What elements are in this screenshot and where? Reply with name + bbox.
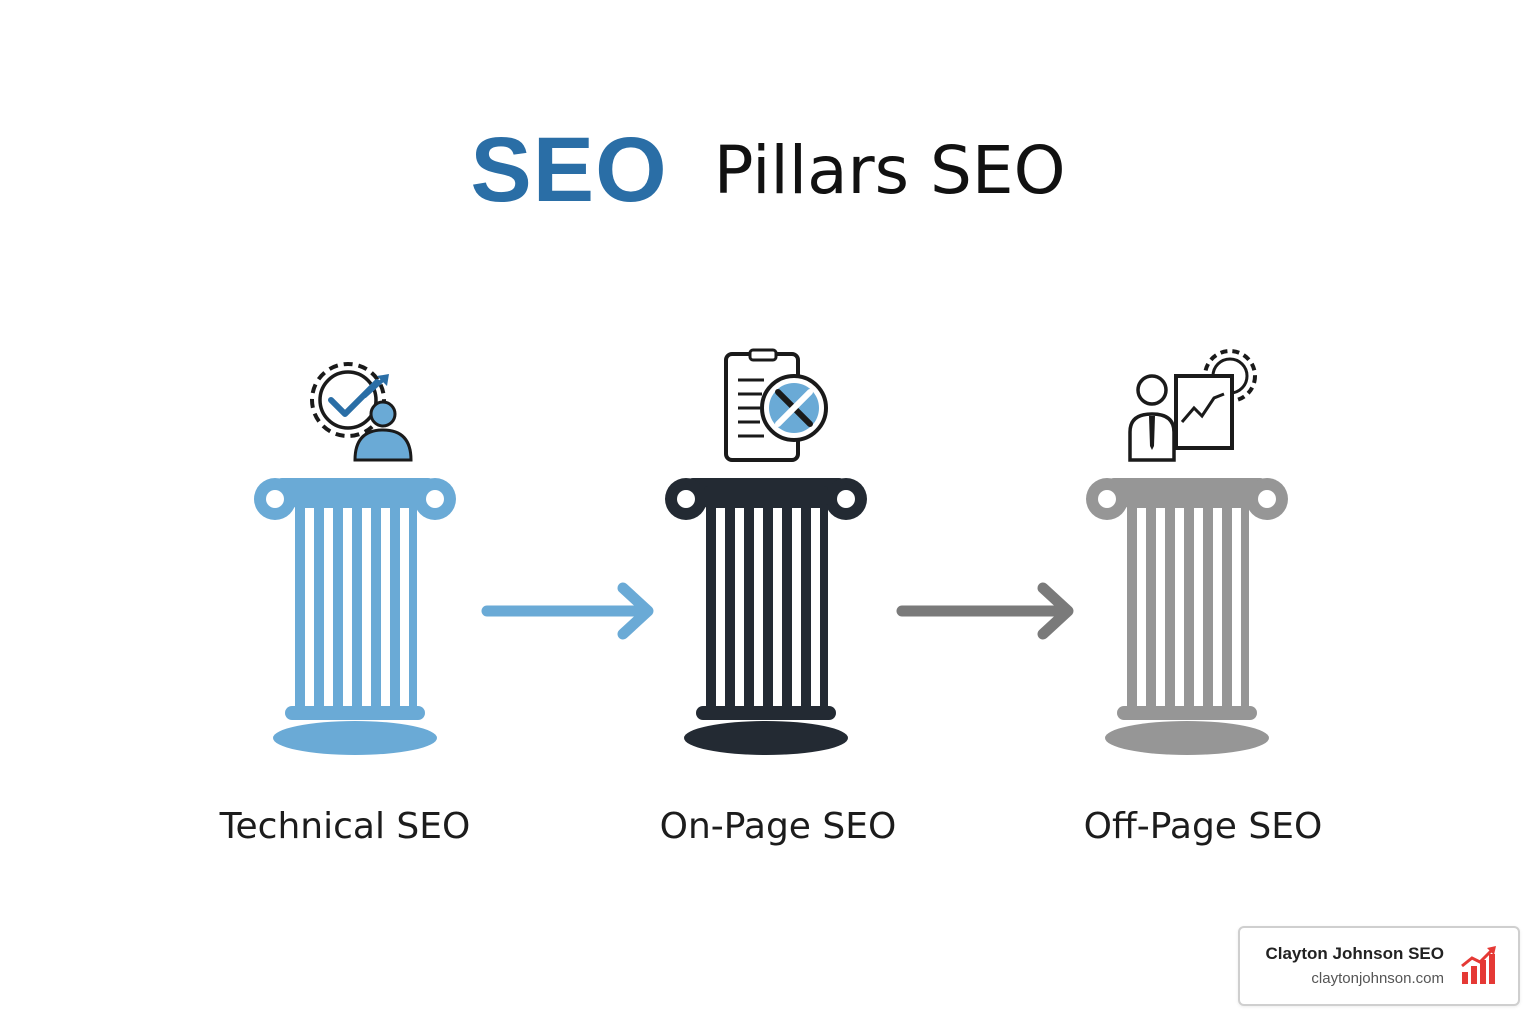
pillar-label-off-page: Off-Page SEO — [1083, 806, 1323, 847]
pillar-label-technical: Technical SEO — [219, 806, 471, 847]
businessman-chart-gear-icon — [1128, 349, 1257, 462]
title-highlight: SEO — [470, 119, 668, 221]
pillar-on-page — [665, 478, 867, 755]
document-tools-icon — [724, 348, 828, 462]
brand-badge[interactable]: Clayton Johnson SEO claytonjohnson.com — [1238, 926, 1520, 1006]
pillar-label-on-page: On-Page SEO — [659, 806, 897, 847]
diagram-title: SEO Pillars SEO — [0, 118, 1536, 223]
gear-checkmark-person-icon — [310, 362, 413, 462]
brand-url: claytonjohnson.com — [1311, 970, 1444, 987]
pillar-off-page — [1086, 478, 1288, 755]
title-rest: Pillars SEO — [713, 132, 1066, 209]
growth-bar-chart-icon — [1461, 946, 1496, 984]
arrow-on-page-to-off-page — [896, 582, 1074, 640]
arrow-technical-to-on-page — [481, 582, 654, 640]
pillar-technical — [254, 478, 456, 755]
brand-name: Clayton Johnson SEO — [1265, 944, 1444, 963]
